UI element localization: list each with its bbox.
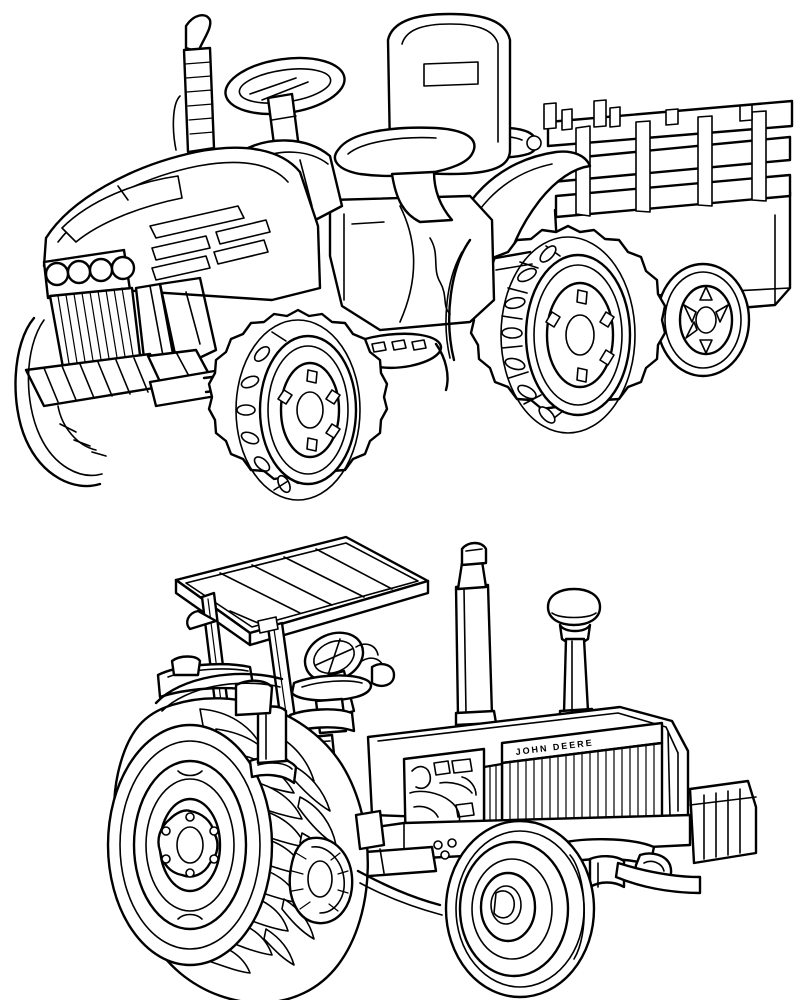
front-wheel [444, 819, 596, 999]
trailer-stake-pockets [543, 99, 753, 131]
drawbar [234, 679, 386, 851]
front-wheel-far-side [14, 316, 107, 488]
rear-wheel [469, 224, 667, 434]
trailer-wheel [655, 262, 751, 378]
rear-wheel-far-side [445, 238, 472, 362]
chassis-mid-body [328, 194, 496, 332]
headlights [42, 248, 136, 300]
control-levers [355, 643, 396, 687]
front-weight-bracket [688, 779, 758, 865]
front-side-panel [158, 276, 218, 370]
trailer-hitch [494, 250, 533, 271]
inner-rear-wheel [288, 836, 354, 925]
illustration-tractor-with-canopy: JOHN DEERE [0, 515, 800, 1000]
illustration-tractor-with-trailer [14, 12, 794, 501]
exhaust-stack [172, 14, 216, 154]
rear-fender-edge [154, 672, 284, 712]
operator-seat [333, 12, 512, 224]
lower-link [356, 861, 702, 916]
rear-wheel-lug-tire [106, 697, 369, 1000]
air-precleaner [546, 587, 602, 725]
trailer-stake-posts [575, 110, 767, 217]
front-wheel [207, 308, 389, 501]
muffler-exhaust-stack [454, 541, 498, 727]
